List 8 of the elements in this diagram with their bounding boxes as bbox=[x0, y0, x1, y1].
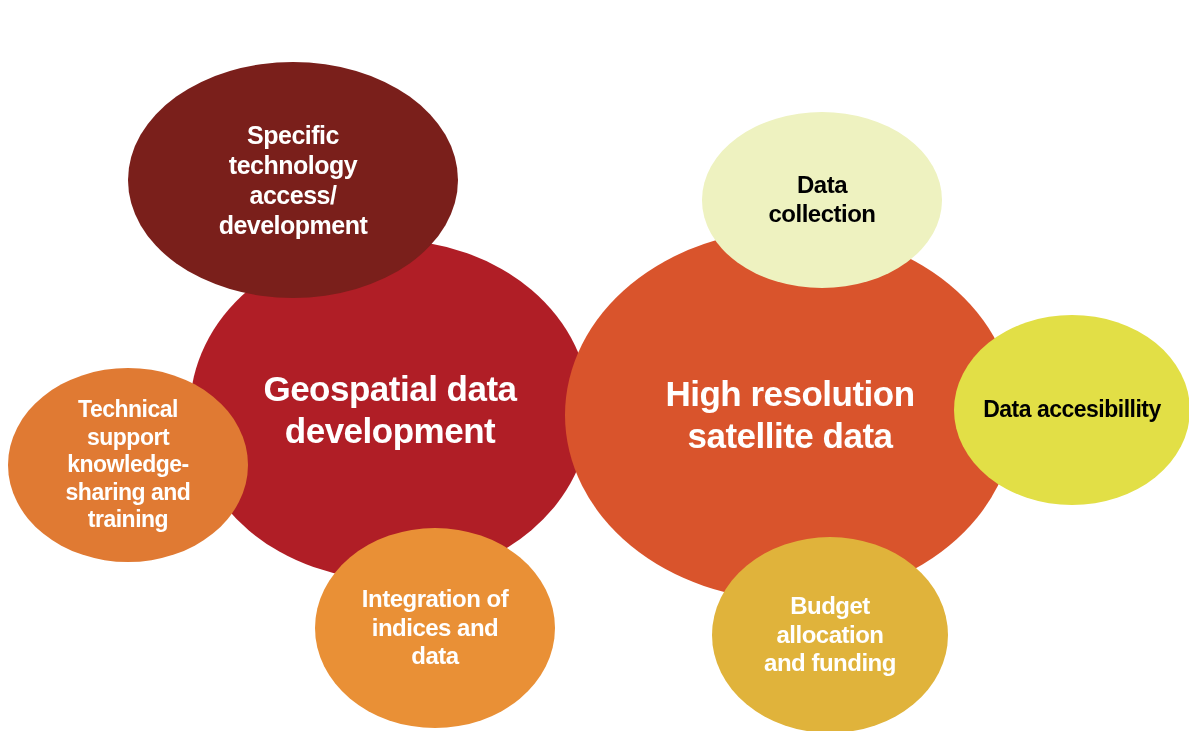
bubble-label: Specific technology access/ development bbox=[217, 120, 369, 240]
bubble-label: High resolution satellite data bbox=[664, 373, 916, 457]
bubble-label: Geospatial data development bbox=[262, 368, 519, 452]
bubble-label: Integration of indices and data bbox=[360, 584, 510, 672]
bubble-label: Data accesibillity bbox=[982, 396, 1162, 424]
bubble-label: Technical support knowledge-sharing and training bbox=[64, 396, 192, 534]
bubble-label: Data collection bbox=[767, 171, 877, 229]
bubble-label: Budget allocation and funding bbox=[763, 591, 897, 679]
